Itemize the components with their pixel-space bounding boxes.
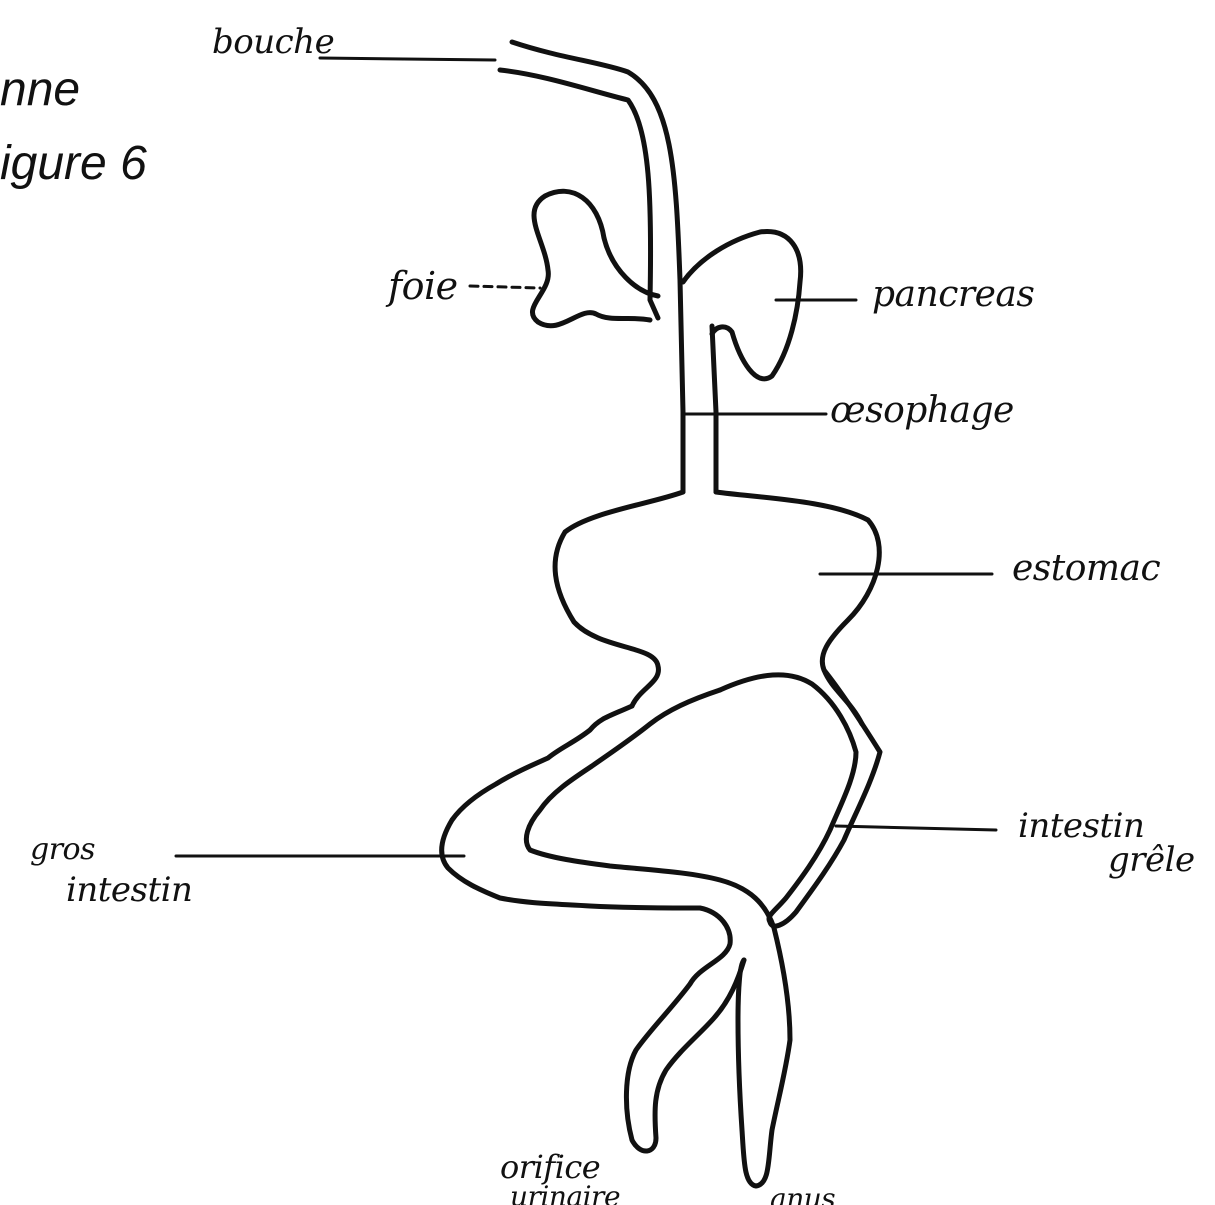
leader-intestin-grele (836, 826, 996, 830)
label-anus: anus (770, 1182, 835, 1205)
label-estomac: estomac (1012, 548, 1160, 589)
label-foie: foie (388, 264, 458, 308)
leader-foie (470, 286, 540, 288)
label-oesophage: œsophage (830, 390, 1014, 431)
label-intestin-grele-line-2: grêle (1108, 840, 1195, 880)
label-gros-intestin-line-1: gros (30, 832, 95, 867)
leader-bouche (320, 58, 495, 60)
label-orifice-urinaire-line-2: urinaire (510, 1180, 620, 1205)
label-gros-intestin-line-2: intestin (66, 870, 192, 910)
label-pancreas: pancreas (872, 274, 1034, 315)
label-bouche: bouche (212, 22, 334, 62)
